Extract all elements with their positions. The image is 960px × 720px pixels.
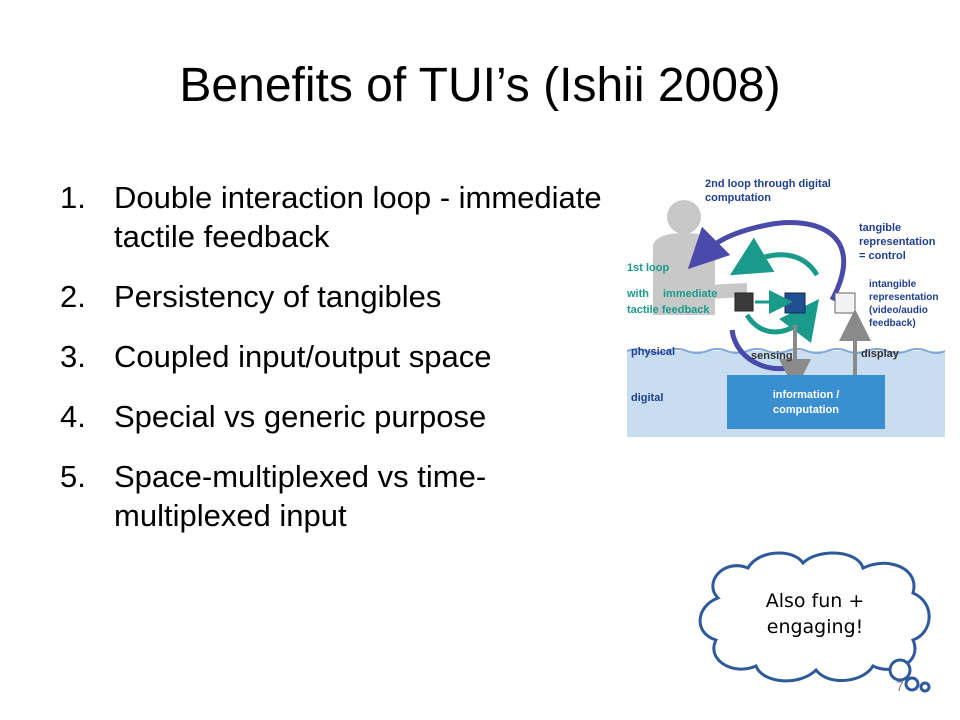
water-surface-wave	[627, 348, 945, 354]
slide-title: Benefits of TUI’s (Ishii 2008)	[179, 59, 781, 112]
cloud-shape	[698, 551, 931, 683]
intangible-label-4: feedback)	[869, 318, 916, 329]
tui-interaction-loop-diagram: 2nd loop through digital computation tan…	[627, 178, 945, 437]
dark-cube-icon	[734, 292, 754, 312]
callout-text: Also fun + engaging!	[715, 588, 915, 640]
second-loop-label-2: computation	[705, 192, 771, 204]
list-item-text: Space-multiplexed vs time-multiplexed in…	[114, 459, 487, 533]
first-loop-label-2: with	[627, 288, 649, 300]
list-item-text: Double interaction loop - immediate tact…	[114, 180, 602, 254]
digital-label: digital	[631, 392, 663, 404]
info-box-label-1: information /	[773, 389, 840, 401]
list-item: 1. Double interaction loop - immediate t…	[60, 178, 620, 256]
intangible-label-1: intangible	[869, 279, 917, 290]
list-item: 4. Special vs generic purpose	[60, 397, 620, 436]
thought-bubble-callout	[698, 551, 931, 693]
tangible-label-2: representation	[859, 236, 936, 248]
first-loop-arrow-top	[729, 237, 820, 277]
intangible-cube-icon	[834, 292, 856, 314]
information-computation-box	[727, 375, 885, 429]
list-item-number: 4.	[60, 399, 86, 434]
blue-cube-icon	[784, 292, 806, 314]
benefits-list: 1. Double interaction loop - immediate t…	[60, 178, 620, 556]
list-item-text: Special vs generic purpose	[114, 399, 487, 434]
display-label: display	[861, 348, 900, 360]
list-item-number: 5.	[60, 459, 86, 494]
physical-label: physical	[631, 346, 675, 358]
list-item-number: 1.	[60, 180, 86, 215]
callout-line-1: Also fun +	[765, 590, 865, 612]
bubble-dot-large	[888, 658, 912, 682]
list-item: 2. Persistency of tangibles	[60, 277, 620, 316]
callout-line-2: engaging!	[766, 616, 864, 638]
tangible-label-3: = control	[859, 250, 906, 262]
first-loop-label: 1st loop	[627, 262, 669, 274]
immediate-label: immediate	[663, 288, 717, 300]
tangible-label-1: tangible	[859, 222, 901, 234]
list-item: 3. Coupled input/output space	[60, 337, 620, 376]
page-number: 7	[896, 678, 904, 694]
first-loop-arrow-bottom	[744, 299, 820, 344]
list-item-text: Persistency of tangibles	[114, 279, 442, 314]
sensing-label: sensing	[751, 350, 793, 362]
list-item-number: 3.	[60, 339, 86, 374]
intangible-label-3: (video/audio	[869, 305, 928, 316]
list-item: 5. Space-multiplexed vs time-multiplexed…	[60, 457, 620, 535]
bubble-dot-small	[919, 681, 931, 693]
second-loop-label: 2nd loop through digital	[705, 178, 831, 190]
first-loop-label-3: tactile feedback	[627, 304, 710, 316]
second-loop-arrow	[687, 220, 847, 302]
list-item-number: 2.	[60, 279, 86, 314]
intangible-label-2: representation	[869, 292, 938, 303]
bubble-dot-medium	[904, 676, 920, 692]
list-item-text: Coupled input/output space	[114, 339, 492, 374]
info-box-label-2: computation	[773, 404, 839, 416]
